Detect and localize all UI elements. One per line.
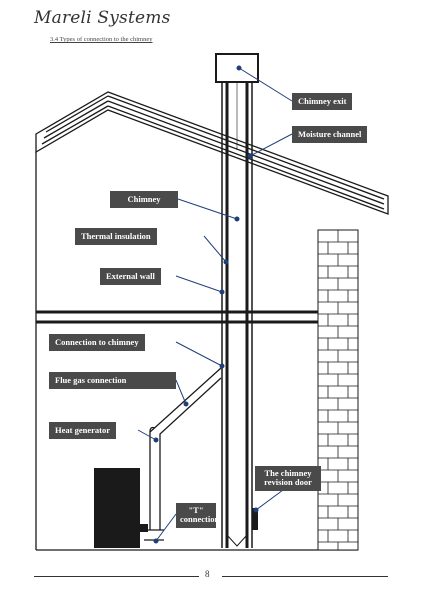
brand-title: Mareli Systems xyxy=(34,8,171,28)
roof xyxy=(35,91,389,215)
floor-slab xyxy=(36,310,318,324)
house-walls xyxy=(35,152,358,551)
chimney-pipe xyxy=(221,82,253,548)
label-flue-gas-connection: Flue gas connection xyxy=(49,372,176,389)
label-heat-generator: Heat generator xyxy=(49,422,116,439)
label-connection-to-chimney: Connection to chimney xyxy=(49,334,145,351)
label-thermal-insulation: Thermal insulation xyxy=(75,228,157,245)
label-t-connection: "T" connection xyxy=(176,503,219,528)
section-title: 3.4 Types of connection to the chimney xyxy=(50,36,153,43)
label-chimney: Chimney xyxy=(110,191,178,208)
footer-rule-right xyxy=(222,576,388,577)
page-number: 8 xyxy=(205,569,210,579)
revision-door xyxy=(252,508,258,530)
label-external-wall: External wall xyxy=(100,268,161,285)
leader-lines xyxy=(137,65,293,544)
label-moisture-channel: Moisture channel xyxy=(292,126,368,143)
chimney-bottom xyxy=(226,534,248,547)
label-chimney-exit: Chimney exit xyxy=(292,93,353,110)
label-revision-door: The chimney revision door xyxy=(255,466,321,491)
heat-generator xyxy=(94,468,148,548)
footer-rule-left xyxy=(34,576,199,577)
